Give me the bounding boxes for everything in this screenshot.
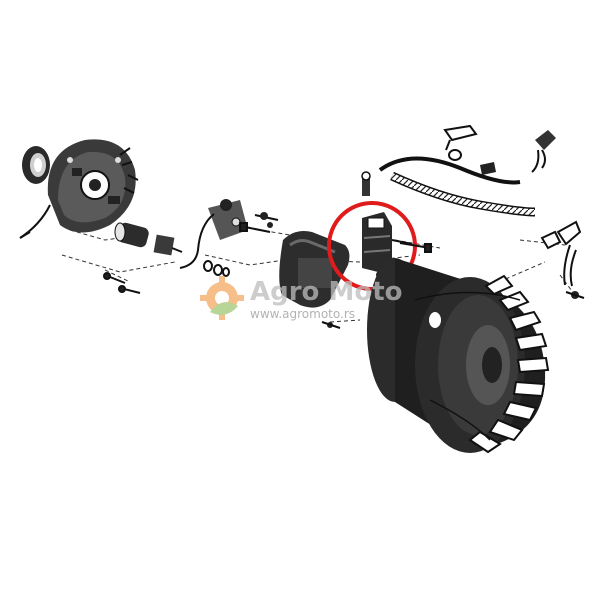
highlighted-part <box>362 212 413 279</box>
terminal-clip <box>361 171 371 196</box>
condenser <box>114 222 183 256</box>
leaf-icon <box>210 302 238 315</box>
ignition-coil <box>279 231 350 329</box>
watermark <box>200 276 244 320</box>
felt-seal <box>22 146 50 184</box>
flywheel <box>367 258 550 454</box>
screw-set-left <box>103 174 141 294</box>
watermark-brand: Agro Moto <box>250 277 403 307</box>
spark-plug-cap <box>443 124 556 175</box>
washer-set <box>203 260 230 277</box>
contact-breaker <box>179 199 279 269</box>
hv-cable <box>378 156 536 217</box>
watermark-url: www.agromoto.rs <box>250 307 355 321</box>
mounting-screws <box>239 222 432 253</box>
ignition-backplate <box>19 139 136 239</box>
gasket-ring <box>414 291 521 301</box>
kill-switch-bracket <box>540 220 585 299</box>
